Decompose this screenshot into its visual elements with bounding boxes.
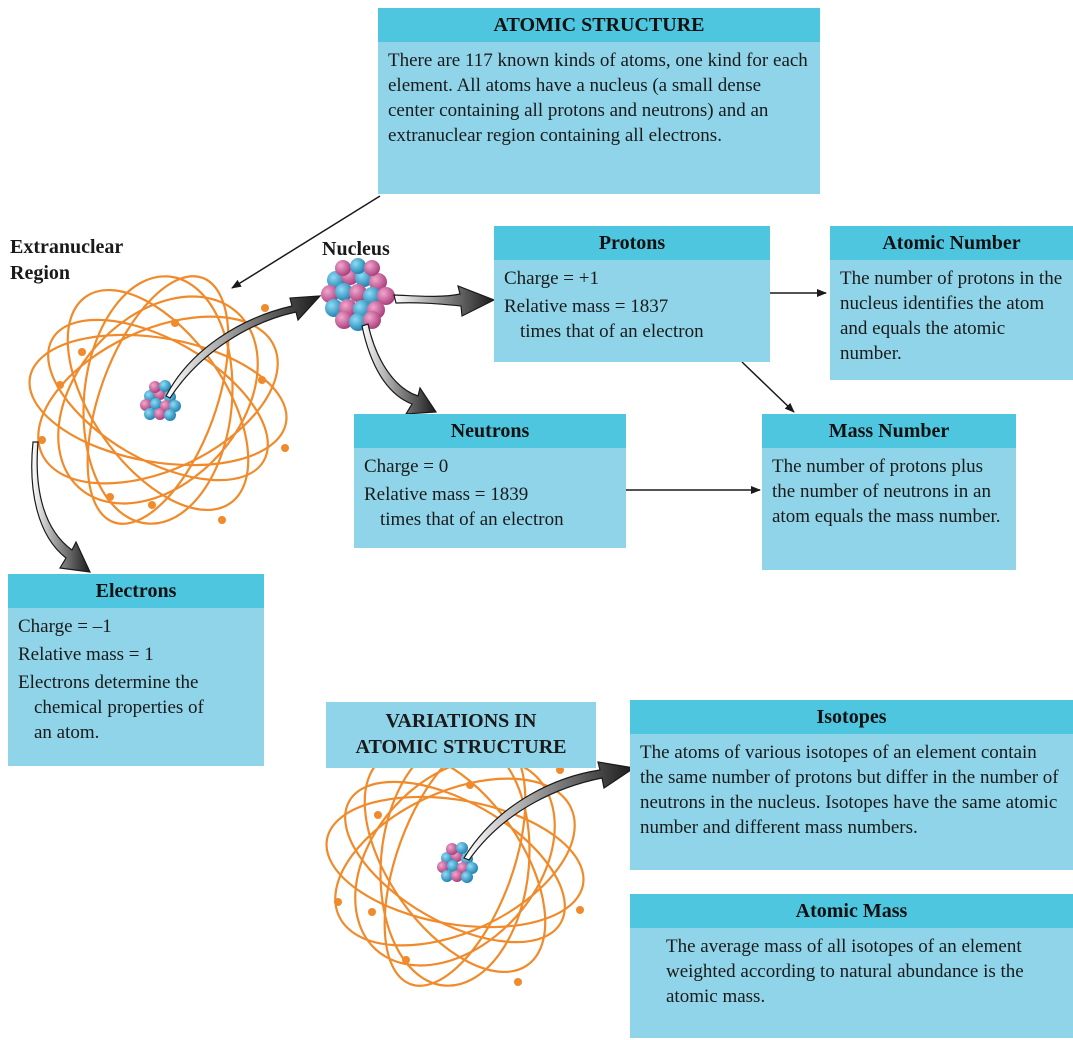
isotopes-card: Isotopes The atoms of various isotopes o… (630, 700, 1073, 870)
atomic-structure-title: ATOMIC STRUCTURE (378, 8, 820, 42)
neutrons-box: Neutrons Charge = 0 Relative mass = 1839… (354, 414, 626, 548)
isotopes-text: The atoms of various isotopes of an elem… (640, 742, 1059, 838)
atomic-number-text: The number of protons in the nucleus ide… (840, 268, 1063, 364)
arrow-region-to-electrons (31, 441, 92, 573)
atomic-number-title: Atomic Number (830, 226, 1073, 260)
atomic-mass-box: Atomic Mass The average mass of all isot… (630, 894, 1073, 1038)
neutrons-title: Neutrons (354, 414, 626, 448)
atomic-mass-title: Atomic Mass (630, 894, 1073, 928)
protons-charge: Charge = +1 (504, 268, 599, 289)
neutrons-mass-line2: times that of an electron (380, 509, 564, 530)
electrons-props-line1: Electrons determine the (18, 672, 199, 693)
arrow-protons-to-mass-number (741, 361, 795, 413)
arrow-structure-to-region (231, 195, 381, 289)
neutrons-mass-line1: Relative mass = 1839 (364, 484, 529, 505)
variations-title-line2: ATOMIC STRUCTURE (355, 736, 567, 758)
electrons-box: Electrons Charge = –1 Relative mass = 1 … (8, 574, 264, 766)
extranuclear-label: Extranuclear Region (10, 234, 123, 286)
electrons-props-line2: chemical properties of (34, 697, 204, 718)
atomic-structure-box: ATOMIC STRUCTURE There are 117 known kin… (378, 8, 820, 194)
protons-mass-line2: times that of an electron (520, 321, 704, 342)
nucleus-label: Nucleus (322, 238, 390, 260)
neutrons-charge: Charge = 0 (364, 456, 449, 477)
extranuclear-label-line2: Region (10, 262, 70, 284)
variations-title-box: VARIATIONS IN ATOMIC STRUCTURE (326, 702, 596, 768)
protons-mass-line1: Relative mass = 1837 (504, 296, 669, 317)
arrow-atom-to-isotopes (463, 761, 636, 861)
atom-illustration-main (28, 275, 289, 525)
electrons-title: Electrons (8, 574, 264, 608)
mass-number-title: Mass Number (762, 414, 1016, 448)
atomic-structure-text: There are 117 known kinds of atoms, one … (388, 50, 808, 146)
extranuclear-label-line1: Extranuclear (10, 236, 124, 258)
electrons-mass: Relative mass = 1 (18, 644, 154, 665)
nucleus-illustration (321, 258, 395, 331)
arrow-nucleus-to-neutrons (361, 323, 438, 415)
protons-title: Protons (494, 226, 770, 260)
atomic-number-box: Atomic Number The number of protons in t… (830, 226, 1073, 380)
electrons-props-line3: an atom. (34, 722, 100, 743)
isotopes-title: Isotopes (630, 700, 1073, 734)
electrons-charge: Charge = –1 (18, 616, 112, 637)
atomic-mass-text: The average mass of all isotopes of an e… (666, 936, 1024, 1007)
mass-number-text: The number of protons plus the number of… (772, 456, 1001, 527)
mass-number-box: Mass Number The number of protons plus t… (762, 414, 1016, 570)
arrow-atom-to-nucleus (165, 295, 322, 399)
variations-title-line1: VARIATIONS IN (385, 710, 537, 732)
protons-box: Protons Charge = +1 Relative mass = 1837… (494, 226, 770, 362)
arrow-nucleus-to-protons (393, 285, 496, 317)
